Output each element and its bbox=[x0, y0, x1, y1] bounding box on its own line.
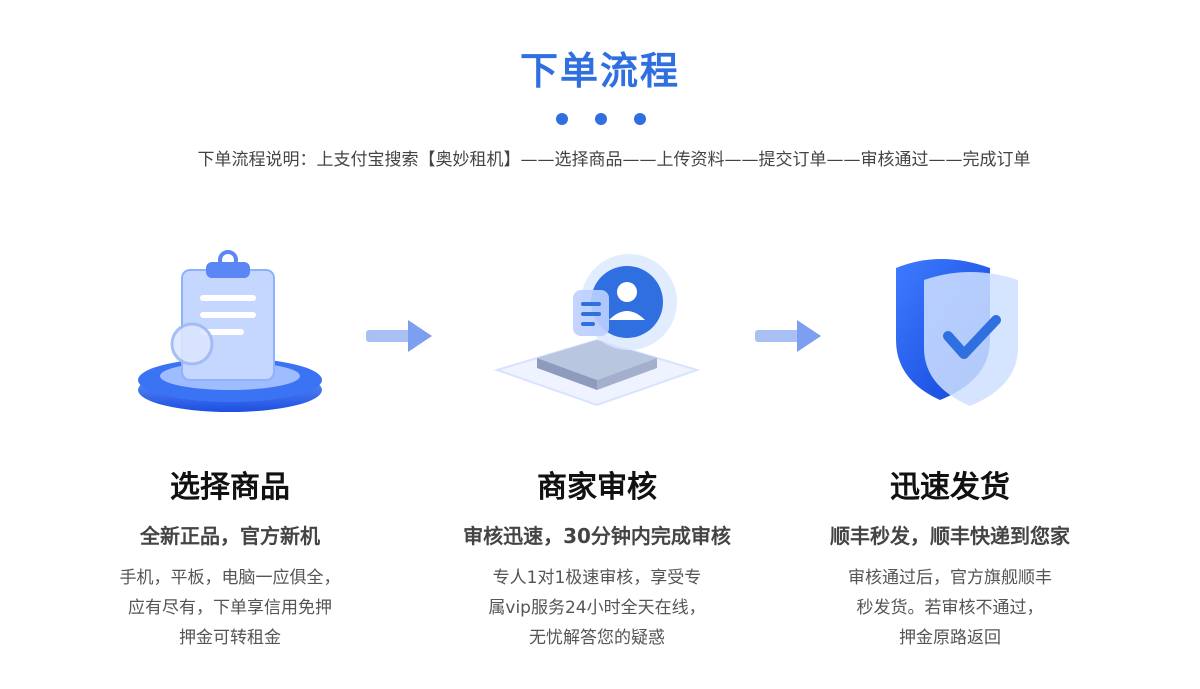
step-heading: 商家审核 bbox=[537, 470, 657, 505]
step-body-line: 属vip服务24小时全天在线， bbox=[488, 598, 706, 618]
step-body-line: 应有尽有，下单享信用免押 bbox=[128, 598, 332, 618]
process-description: 下单流程说明：上支付宝搜索【奥妙租机】——选择商品——上传资料——提交订单——审… bbox=[197, 150, 1031, 170]
step-select-product: 选择商品 全新正品，官方新机 手机，平板，电脑一应俱全， 应有尽有，下单享信用免… bbox=[60, 240, 400, 653]
step-body-line: 手机，平板，电脑一应俱全， bbox=[119, 568, 341, 588]
page-title: 下单流程 bbox=[519, 49, 680, 93]
step-merchant-review: 商家审核 审核迅速，30分钟内完成审核 专人1对1极速审核，享受专 属vip服务… bbox=[427, 240, 767, 653]
step-subheading: 全新正品，官方新机 bbox=[140, 524, 320, 548]
step-heading: 迅速发货 bbox=[890, 470, 1010, 505]
step-body-line: 押金原路返回 bbox=[899, 628, 1001, 648]
step-body: 审核通过后，官方旗舰顺丰 秒发货。若审核不通过， 押金原路返回 bbox=[780, 563, 1120, 653]
clipboard-icon bbox=[120, 240, 340, 420]
step-body: 手机，平板，电脑一应俱全， 应有尽有，下单享信用免押 押金可转租金 bbox=[60, 563, 400, 653]
step-subheading: 顺丰秒发，顺丰快递到您家 bbox=[830, 524, 1070, 548]
step-body-line: 审核通过后，官方旗舰顺丰 bbox=[848, 568, 1052, 588]
step-body-line: 专人1对1极速审核，享受专 bbox=[492, 568, 702, 588]
arrow-right-icon bbox=[755, 318, 825, 354]
arrow-right-icon bbox=[366, 318, 436, 354]
dot bbox=[556, 113, 568, 125]
step-fast-shipping: 迅速发货 顺丰秒发，顺丰快递到您家 审核通过后，官方旗舰顺丰 秒发货。若审核不通… bbox=[780, 240, 1120, 653]
dot bbox=[634, 113, 646, 125]
shield-check-icon bbox=[840, 240, 1060, 420]
step-body-line: 秒发货。若审核不通过， bbox=[856, 598, 1044, 618]
step-body-line: 无忧解答您的疑惑 bbox=[529, 628, 665, 648]
step-body: 专人1对1极速审核，享受专 属vip服务24小时全天在线， 无忧解答您的疑惑 bbox=[427, 563, 767, 653]
step-heading: 选择商品 bbox=[170, 470, 290, 505]
dot bbox=[595, 113, 607, 125]
title-dots bbox=[556, 113, 646, 127]
step-subheading: 审核迅速，30分钟内完成审核 bbox=[463, 524, 731, 548]
step-body-line: 押金可转租金 bbox=[179, 628, 281, 648]
user-profile-icon bbox=[487, 240, 707, 420]
